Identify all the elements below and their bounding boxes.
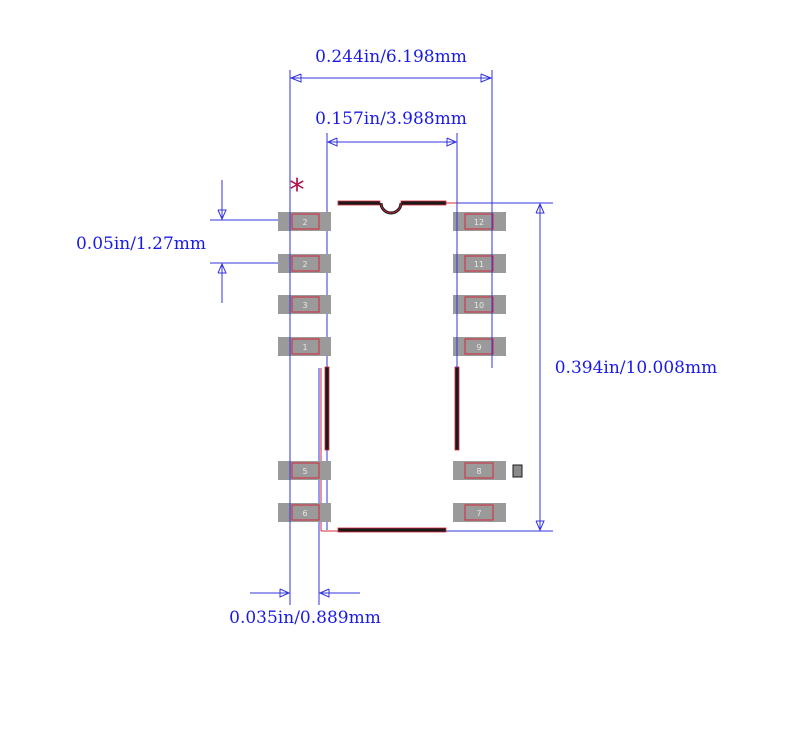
pad-label: 10 bbox=[474, 301, 484, 310]
pads-right: 12 11 10 9 8 7 bbox=[453, 212, 506, 522]
silk-right bbox=[454, 366, 460, 451]
pad-label: 2 bbox=[302, 218, 307, 227]
silk-top-right bbox=[400, 200, 447, 206]
pin1-marker: * bbox=[290, 173, 305, 208]
pad-label: 1 bbox=[302, 343, 307, 352]
pad-label: 12 bbox=[474, 218, 484, 227]
overall-width-arrow-right bbox=[480, 73, 493, 83]
pad: 12 bbox=[453, 212, 506, 231]
pad: 9 bbox=[453, 337, 506, 356]
pad: 11 bbox=[453, 254, 506, 273]
pads-left: 2 2 3 1 5 6 bbox=[278, 212, 331, 522]
pad-label: 2 bbox=[302, 260, 307, 269]
pitch-arrow-top bbox=[217, 209, 227, 221]
pad: 8 bbox=[453, 461, 506, 480]
pad: 1 bbox=[278, 337, 331, 356]
pad-width-label: 0.035in/0.889mm bbox=[229, 608, 381, 628]
pad: 5 bbox=[278, 461, 331, 480]
pad-label: 8 bbox=[476, 467, 481, 476]
pin1-notch bbox=[379, 202, 403, 215]
pad-label: 11 bbox=[474, 260, 484, 269]
pad: 2 bbox=[278, 254, 331, 273]
overall-width-arrow-left bbox=[289, 73, 302, 83]
length-label: 0.394in/10.008mm bbox=[555, 358, 718, 378]
fiducial-square bbox=[512, 464, 523, 478]
pad: 10 bbox=[453, 295, 506, 314]
pitch-arrow-bottom bbox=[217, 262, 227, 274]
silk-left bbox=[324, 366, 330, 451]
body-width-arrow-left bbox=[326, 137, 338, 147]
pad-width-arrow-right bbox=[318, 588, 330, 598]
pad-label: 9 bbox=[476, 343, 481, 352]
pad-width-arrow-left bbox=[279, 588, 291, 598]
length-arrow-top bbox=[535, 202, 545, 214]
pad: 6 bbox=[278, 503, 331, 522]
length-arrow-bottom bbox=[535, 520, 545, 532]
pad-label: 3 bbox=[302, 301, 307, 310]
pad-label: 5 bbox=[302, 467, 307, 476]
body-width-label: 0.157in/3.988mm bbox=[315, 109, 467, 129]
silk-bottom bbox=[337, 527, 447, 533]
pad-label: 6 bbox=[302, 509, 307, 518]
pin1-notch-inner bbox=[380, 202, 402, 214]
pad: 2 bbox=[278, 212, 331, 231]
pad: 3 bbox=[278, 295, 331, 314]
pad-label: 7 bbox=[476, 509, 481, 518]
pitch-label: 0.05in/1.27mm bbox=[76, 234, 206, 254]
silk-top-left bbox=[337, 200, 381, 206]
overall-width-label: 0.244in/6.198mm bbox=[315, 47, 467, 67]
body-width-arrow-right bbox=[446, 137, 458, 147]
pad: 7 bbox=[453, 503, 506, 522]
